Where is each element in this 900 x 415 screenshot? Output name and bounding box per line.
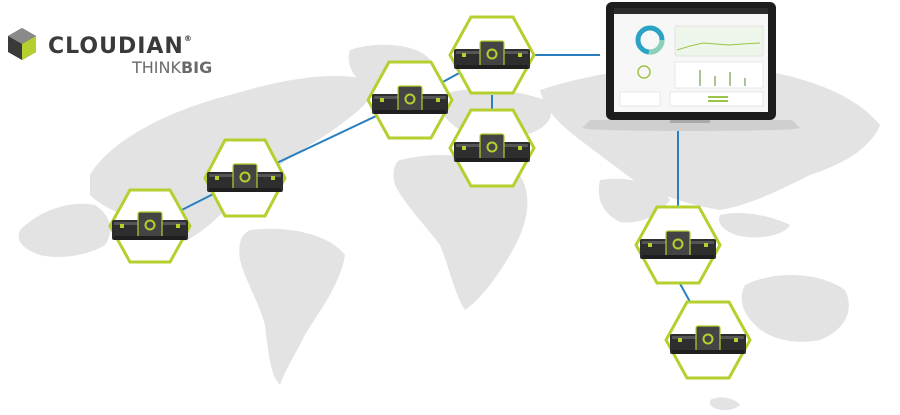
laptop-dashboard xyxy=(582,2,800,131)
node-africa xyxy=(448,108,536,188)
tagline-light: THINK xyxy=(132,58,181,77)
tagline-bold: BIG xyxy=(180,58,213,77)
cloudian-logo: CLOUDIAN® THINKBIG xyxy=(6,26,236,77)
node-americas-west xyxy=(108,188,192,264)
node-europe-west xyxy=(366,60,454,140)
node-asia xyxy=(634,205,722,285)
registered-mark: ® xyxy=(183,34,193,43)
brand-name: CLOUDIAN® xyxy=(48,34,193,59)
node-oceania xyxy=(664,300,752,380)
node-europe-north xyxy=(448,15,536,95)
brand-tagline: THINKBIG xyxy=(132,58,212,77)
cloudian-cube-icon xyxy=(8,28,36,60)
node-americas-east xyxy=(203,138,287,218)
